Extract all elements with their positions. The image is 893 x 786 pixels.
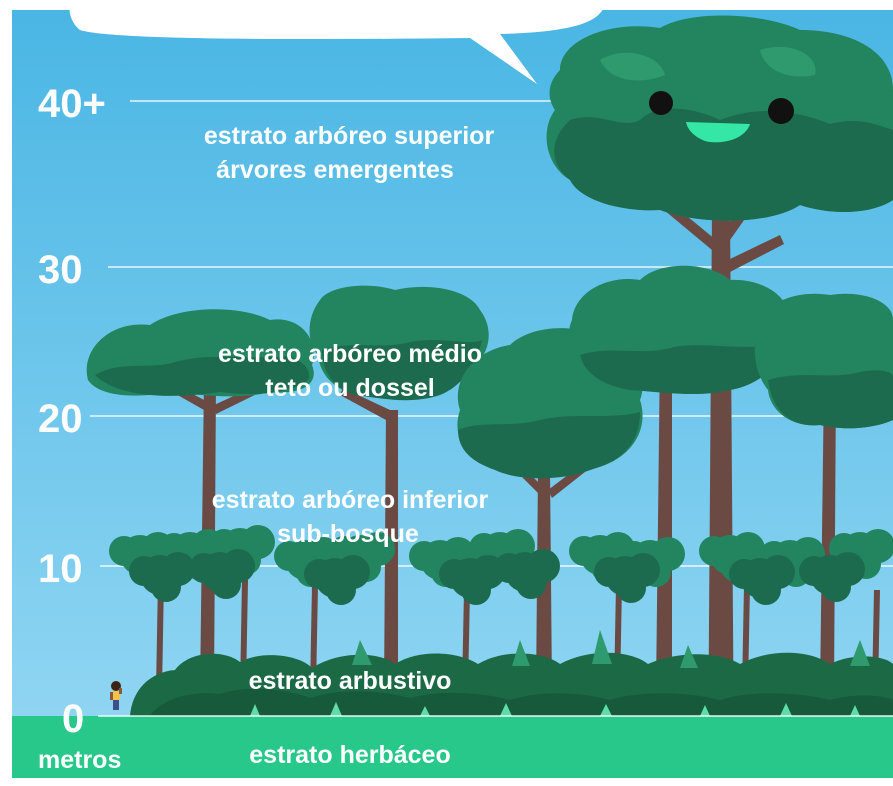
right-eye-icon bbox=[768, 98, 794, 124]
smile-icon bbox=[686, 122, 750, 143]
shrub-layer bbox=[130, 630, 893, 716]
stratum-superior-line2: árvores emergentes bbox=[216, 156, 454, 184]
speech-bubble-icon bbox=[69, 0, 606, 84]
scale-label-30: 30 bbox=[38, 248, 83, 292]
ground-herbaceous bbox=[12, 716, 893, 778]
stratum-medio-line1: estrato arbóreo médio bbox=[218, 340, 482, 368]
stratum-herbaceo-label: estrato herbáceo bbox=[249, 741, 450, 769]
stratum-inferior-line2: sub-bosque bbox=[277, 520, 419, 548]
scale-label-10: 10 bbox=[38, 547, 83, 591]
scale-label-20: 20 bbox=[38, 397, 83, 441]
stratum-superior-line1: estrato arbóreo superior bbox=[204, 122, 495, 150]
grass-tufts bbox=[250, 702, 860, 716]
person-icon bbox=[110, 681, 122, 710]
canopy-trees bbox=[86, 265, 893, 690]
stratum-medio-line2: teto ou dossel bbox=[265, 374, 434, 402]
stratum-arbustivo-label: estrato arbustivo bbox=[249, 667, 452, 695]
scale-unit-label: metros bbox=[38, 746, 121, 774]
scale-label-40: 40+ bbox=[38, 82, 106, 126]
stratum-inferior-line1: estrato arbóreo inferior bbox=[212, 486, 489, 514]
emergent-tree bbox=[546, 15, 893, 760]
scale-label-0: 0 bbox=[62, 697, 84, 741]
left-eye-icon bbox=[649, 91, 673, 115]
